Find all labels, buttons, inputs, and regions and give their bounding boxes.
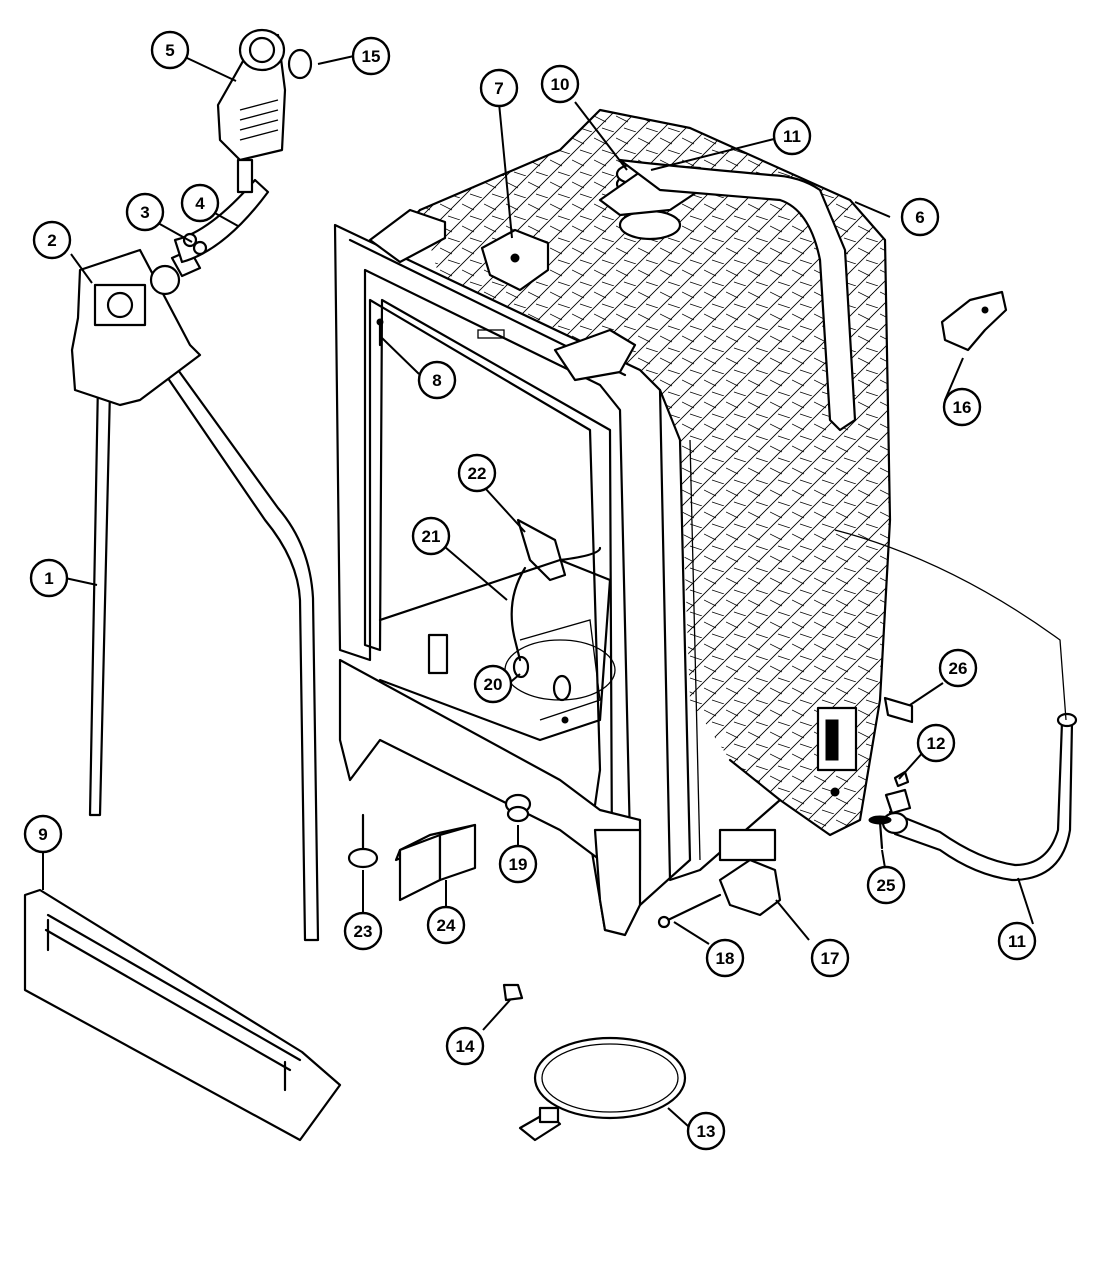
callout-label: 1 xyxy=(44,569,53,588)
callout-circle xyxy=(810,938,850,978)
callout-circle xyxy=(772,116,812,156)
callout-label: 26 xyxy=(949,659,968,678)
callout-label: 8 xyxy=(432,371,441,390)
callout-circle xyxy=(150,30,190,70)
water-inlet-valve xyxy=(70,178,270,407)
heater-band xyxy=(518,1036,687,1142)
callout-label: 25 xyxy=(877,876,896,895)
hose-clip xyxy=(940,290,1008,352)
callout-label: 22 xyxy=(468,464,487,483)
vent-assembly xyxy=(216,28,313,194)
tab-part xyxy=(883,696,914,724)
callout-circle xyxy=(445,1026,485,1066)
callout-label: 4 xyxy=(195,194,205,213)
callout-circle xyxy=(343,911,383,951)
callout-circle xyxy=(498,844,538,884)
callout-circle xyxy=(417,360,457,400)
callout-circle xyxy=(32,220,72,260)
callout-label: 11 xyxy=(1008,932,1026,951)
callout-label: 18 xyxy=(716,949,735,968)
callout-circle xyxy=(900,197,940,237)
callout-circle xyxy=(23,814,63,854)
callout-label: 12 xyxy=(927,734,946,753)
callout-label: 2 xyxy=(47,231,56,250)
callout-label: 17 xyxy=(821,949,840,968)
callout-label: 15 xyxy=(362,47,381,66)
callout-circle xyxy=(916,723,956,763)
callout-circle xyxy=(866,865,906,905)
callout-label: 6 xyxy=(915,208,924,227)
callout-label: 14 xyxy=(456,1037,475,1056)
wire-harness xyxy=(510,518,602,662)
callout-circle xyxy=(473,664,513,704)
callout-circle xyxy=(125,192,165,232)
callout-label: 10 xyxy=(551,75,570,94)
callout-label: 11 xyxy=(783,127,801,146)
toe-kick-panel xyxy=(23,888,342,1142)
callout-label: 5 xyxy=(165,41,174,60)
callout-label: 21 xyxy=(422,527,441,546)
callout-circle xyxy=(29,558,69,598)
callout-circle xyxy=(479,68,519,108)
callout-label: 3 xyxy=(140,203,149,222)
callout-circle xyxy=(686,1111,726,1151)
callout-circle xyxy=(426,905,466,945)
callout-circle xyxy=(540,64,580,104)
callout-label: 7 xyxy=(494,79,503,98)
tub-assembly xyxy=(333,108,892,937)
callout-circle xyxy=(457,453,497,493)
callout-circle xyxy=(997,921,1037,961)
callout-label: 20 xyxy=(484,675,503,694)
callout-label: 13 xyxy=(697,1122,716,1141)
callout-label: 23 xyxy=(354,922,373,941)
callout-label: 9 xyxy=(38,825,47,844)
callout-label: 24 xyxy=(437,916,456,935)
callout-circle xyxy=(942,387,982,427)
callout-circle xyxy=(705,938,745,978)
callout-circle xyxy=(351,36,391,76)
callout-label: 19 xyxy=(509,855,528,874)
callout-label: 16 xyxy=(953,398,972,417)
small-parts xyxy=(347,793,892,1002)
callout-circle xyxy=(180,183,220,223)
callout-circle xyxy=(938,648,978,688)
callout-circle xyxy=(411,516,451,556)
leader-lines xyxy=(42,55,1034,1127)
door-gasket xyxy=(88,339,320,942)
